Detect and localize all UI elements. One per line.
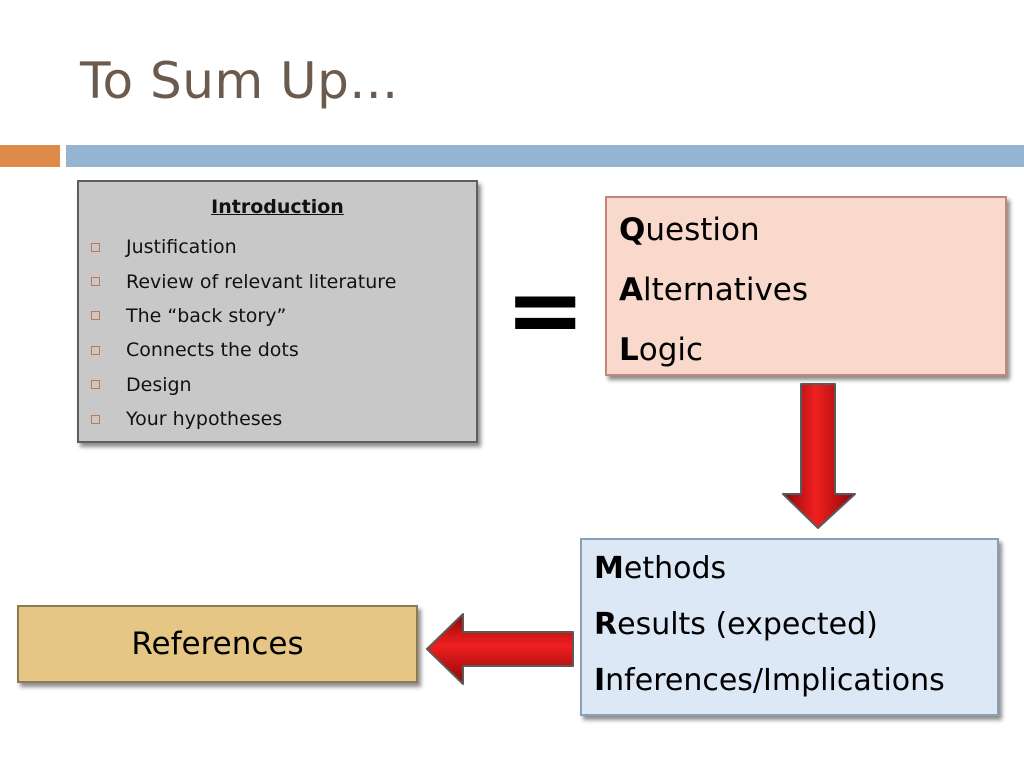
list-item: Review of relevant literature [89,264,396,298]
square-bullet-icon [91,242,100,252]
acronym-initial: L [619,332,639,368]
acronym-rest: esults (expected) [617,607,878,642]
list-item: Inferences/Implications [594,658,945,714]
list-item: Results (expected) [594,602,945,658]
introduction-heading: Introduction [211,196,344,218]
equals-sign: = [505,254,586,366]
methods-results-inferences-box: Methods Results (expected) Inferences/Im… [580,538,999,716]
acronym-rest: uestion [645,212,760,248]
acronym-initial: M [594,551,624,586]
list-item: Logic [619,326,808,386]
list-item-label: The “back story” [126,304,287,327]
left-arrow-icon [426,613,574,685]
acronym-rest: lternatives [643,272,809,308]
square-bullet-icon [91,380,100,390]
acronym-initial: A [619,272,643,308]
acronym-rest: ethods [623,551,727,586]
list-item-label: Justification [126,236,237,259]
list-item-label: Your hypotheses [126,408,283,431]
title-rule-orange [0,145,60,167]
square-bullet-icon [91,345,100,355]
acronym-initial: Q [619,212,646,248]
list-item-label: Connects the dots [126,339,299,362]
mri-list: Methods Results (expected) Inferences/Im… [594,546,945,714]
square-bullet-icon [91,311,100,321]
title-rule-blue [66,145,1024,167]
list-item: Alternatives [619,266,808,326]
qal-list: Question Alternatives Logic [619,206,808,386]
acronym-initial: R [594,607,618,642]
list-item: Question [619,206,808,266]
slide-title: To Sum Up... [80,52,399,110]
list-item: Methods [594,546,945,602]
references-box: References [17,605,418,683]
list-item: Design [89,368,396,402]
introduction-box: Introduction Justification Review of rel… [77,180,478,443]
list-item-label: Design [126,373,192,396]
list-item: The “back story” [89,299,396,333]
references-label: References [131,626,304,662]
introduction-list: Justification Review of relevant literat… [89,230,396,436]
down-arrow-icon [782,383,856,529]
question-alternatives-logic-box: Question Alternatives Logic [605,196,1007,376]
list-item: Connects the dots [89,333,396,367]
acronym-rest: ogic [638,332,704,368]
square-bullet-icon [91,414,100,424]
list-item-label: Review of relevant literature [126,270,397,293]
acronym-rest: nferences/Implications [605,663,945,698]
acronym-initial: I [594,663,606,698]
square-bullet-icon [91,277,100,287]
list-item: Justification [89,230,396,264]
list-item: Your hypotheses [89,402,396,436]
